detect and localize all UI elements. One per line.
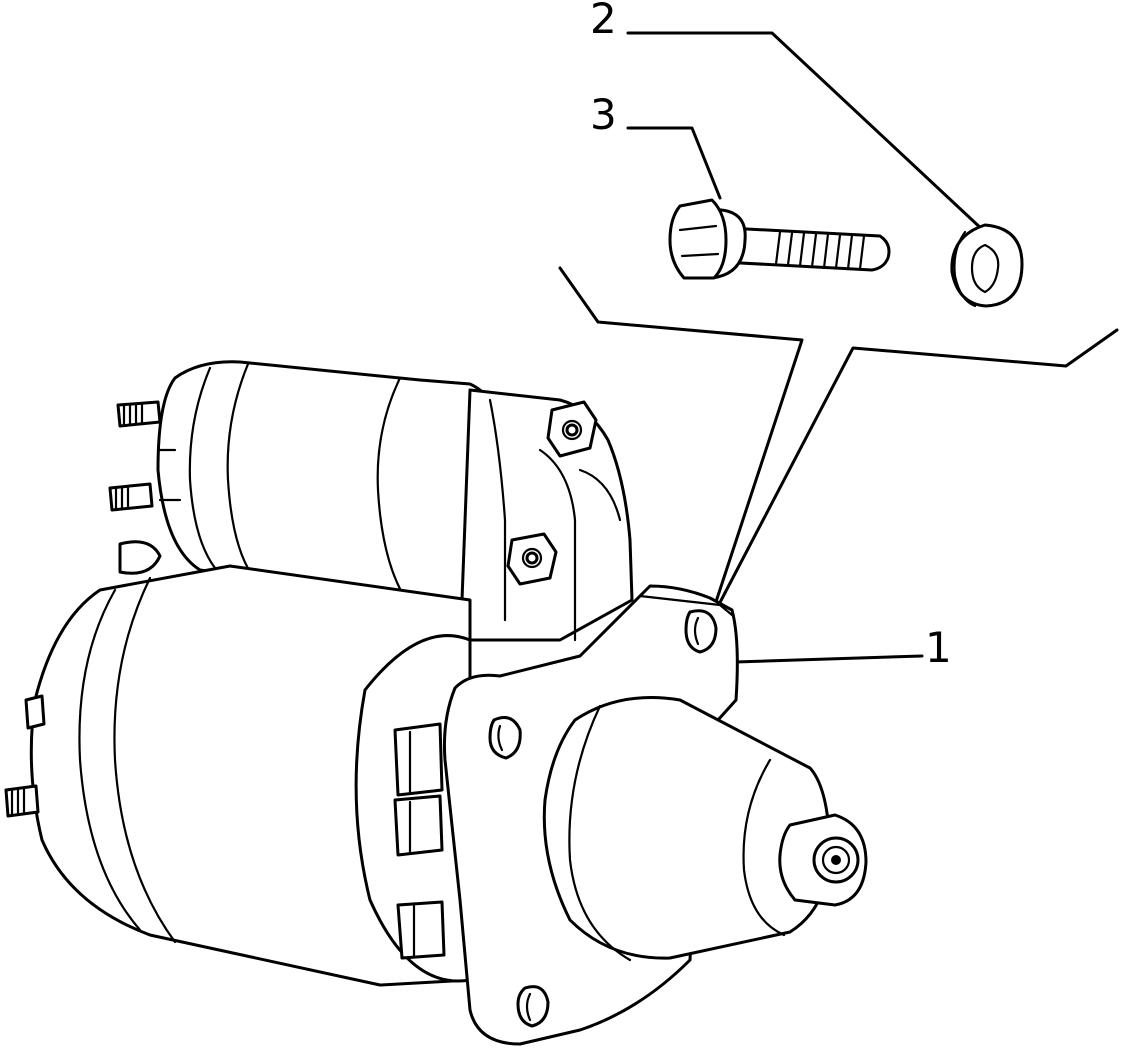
solenoid-terminal-studs [108,400,162,575]
part-label-2: 2 [590,0,617,43]
bolt-head-facet [678,224,720,258]
housing-nuts [506,400,598,586]
motor-end-cap [78,588,142,932]
starter-motor-part-1 [4,360,868,1046]
flange-holes [488,609,718,1028]
bolt-shank [720,226,891,272]
washer-ring-outer [950,223,1024,308]
part-label-3: 3 [590,90,617,139]
rear-terminal-stud [4,784,40,818]
motor-cap-seam [113,576,177,944]
bolt-hex-head [668,198,728,280]
bracket-line-left [558,266,804,622]
solenoid-band [226,362,254,577]
solenoid-cap-edge [188,366,217,570]
solenoid-body [156,360,507,602]
washer-part-2 [950,223,1024,308]
bolt-thread [774,230,866,271]
bolt-part-3 [668,198,891,280]
vent-openings [354,634,472,983]
drive-end-housing [460,388,634,642]
washer-ring-inner [970,243,1000,294]
washer-edge [953,230,977,308]
nose-cone [542,696,832,960]
leader-line-part-1 [733,654,924,664]
solenoid-end-ring [376,376,407,600]
leader-line-part-3 [626,126,722,200]
leader-line-part-2 [626,31,987,234]
bracket-line-right [713,328,1119,614]
part-label-1: 1 [925,623,952,672]
leader-lines [558,31,1119,664]
